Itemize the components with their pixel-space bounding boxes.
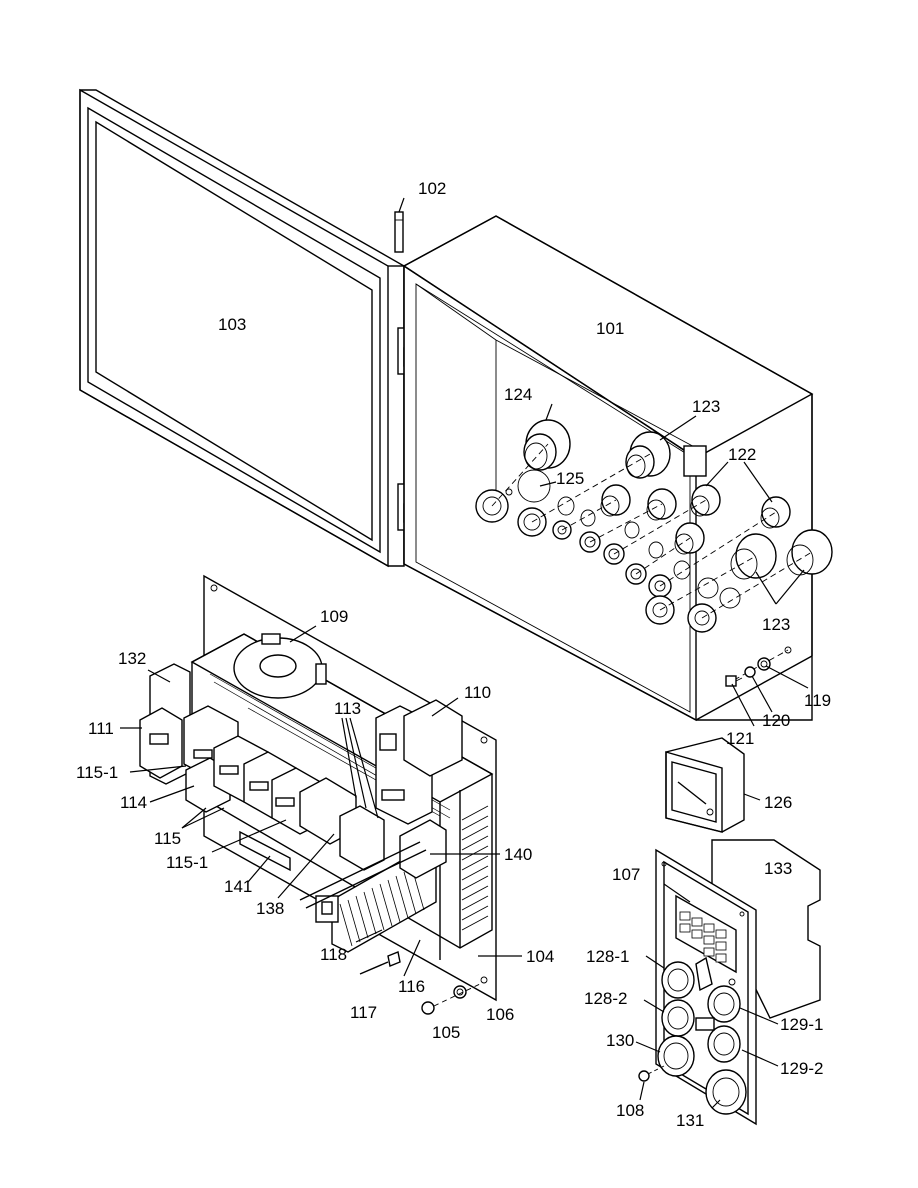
label-123-bottom: 123 <box>762 615 790 634</box>
door-panel <box>79 88 405 568</box>
label-108: 108 <box>616 1101 644 1120</box>
label-119: 119 <box>804 691 831 710</box>
label-106: 106 <box>486 1005 514 1024</box>
label-110: 110 <box>464 683 491 702</box>
label-138: 138 <box>256 899 284 918</box>
gland-122-c <box>690 484 721 517</box>
label-122: 122 <box>728 445 756 464</box>
label-104: 104 <box>526 947 554 966</box>
toroidal-transformer <box>233 633 327 699</box>
label-111: 111 <box>88 719 114 738</box>
cabinet-housing <box>402 215 814 722</box>
dashed-assembly-lines <box>491 443 813 681</box>
label-130: 130 <box>606 1031 634 1050</box>
label-124: 124 <box>504 385 532 404</box>
label-140: 140 <box>504 845 532 864</box>
label-117: 117 <box>350 1003 377 1022</box>
label-121: 121 <box>726 729 754 748</box>
operator-panel <box>638 839 821 1126</box>
label-109: 109 <box>320 607 348 626</box>
label-102: 102 <box>418 179 446 198</box>
label-129-2: 129-2 <box>780 1059 823 1078</box>
label-133: 133 <box>764 859 792 878</box>
label-115-1-bottom: 115-1 <box>166 853 208 872</box>
label-105: 105 <box>432 1023 460 1042</box>
label-125: 125 <box>556 469 584 488</box>
label-115: 115 <box>154 829 181 848</box>
label-132: 132 <box>118 649 146 668</box>
contactor-bank <box>139 663 385 871</box>
label-123-top: 123 <box>692 397 720 416</box>
label-141: 141 <box>224 877 252 896</box>
label-129-1: 129-1 <box>780 1015 823 1034</box>
leader-lines <box>120 197 809 1109</box>
label-118: 118 <box>320 945 347 964</box>
terminal-strip <box>239 819 447 953</box>
label-120: 120 <box>762 711 790 730</box>
callout-labels: 101 102 103 104 105 106 107 108 109 110 … <box>76 179 831 1130</box>
label-126: 126 <box>764 793 792 812</box>
label-128-1: 128-1 <box>586 947 629 966</box>
label-128-2: 128-2 <box>584 989 627 1008</box>
plate-fasteners <box>359 951 481 1015</box>
label-116: 116 <box>398 977 425 996</box>
label-131: 131 <box>676 1111 704 1130</box>
label-114: 114 <box>120 793 147 812</box>
gland-123-low-b <box>786 529 833 576</box>
label-115-1-top: 115-1 <box>76 763 118 782</box>
control-transformer <box>375 699 463 825</box>
gland-123-top <box>625 431 707 479</box>
label-101: 101 <box>596 319 624 338</box>
label-103: 103 <box>218 315 246 334</box>
label-113: 113 <box>334 699 361 718</box>
gland-122-e <box>760 496 791 529</box>
label-107: 107 <box>612 865 640 884</box>
analog-meter <box>665 737 745 833</box>
